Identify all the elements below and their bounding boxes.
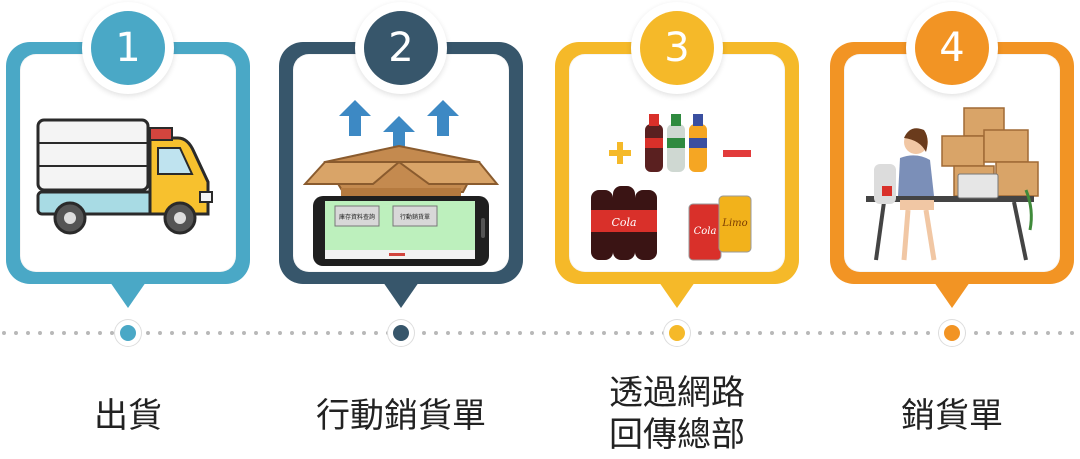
step-3: 3 Cola Cola Limo 透過網路 回傳總部 [555,0,799,459]
step-1-label: 出貨 [94,396,162,436]
bottle-brand-text: Cola [611,216,636,229]
step-3-label-line-2: 回傳總部 [609,415,745,455]
timeline-dot-1 [115,320,141,346]
step-1: 1 出貨 [6,0,250,459]
timeline-dotted-line [2,331,1078,335]
step-1-number-badge: 1 [91,11,165,85]
step-1-pointer [110,282,146,308]
step-3-pointer [659,282,695,308]
can-2-text: Limo [721,218,747,229]
step-4-number-badge: 4 [915,11,989,85]
step-3-label-line-1: 透過網路 [609,373,745,413]
minus-icon [723,150,751,157]
step-2-label: 行動銷貨單 [316,396,486,436]
step-2-number-badge: 2 [364,11,438,85]
timeline-dot-4 [939,320,965,346]
phone-button-2-text: 行動銷貨單 [400,213,430,221]
open-box-phone-icon: 庫存資料查詢 行動銷貨單 [303,100,499,266]
phone-button-1-text: 庫存資料查詢 [339,213,375,221]
can-1-text: Cola [694,226,717,237]
step-3-number-badge: 3 [640,11,714,85]
beverages-icon: Cola Cola Limo [591,114,752,261]
step-4-label: 銷貨單 [901,396,1003,436]
office-worker-boxes-icon [866,107,1039,261]
timeline-dot-3 [664,320,690,346]
step-4-pointer [934,282,970,308]
timeline-dot-2 [388,320,414,346]
step-2-pointer [383,282,419,308]
step-4: 4 銷貨單 [830,0,1074,459]
step-2: 2 庫存資料查詢 行動銷貨單 行動銷貨單 [279,0,523,459]
plus-icon [609,142,631,164]
truck-icon [36,118,213,235]
